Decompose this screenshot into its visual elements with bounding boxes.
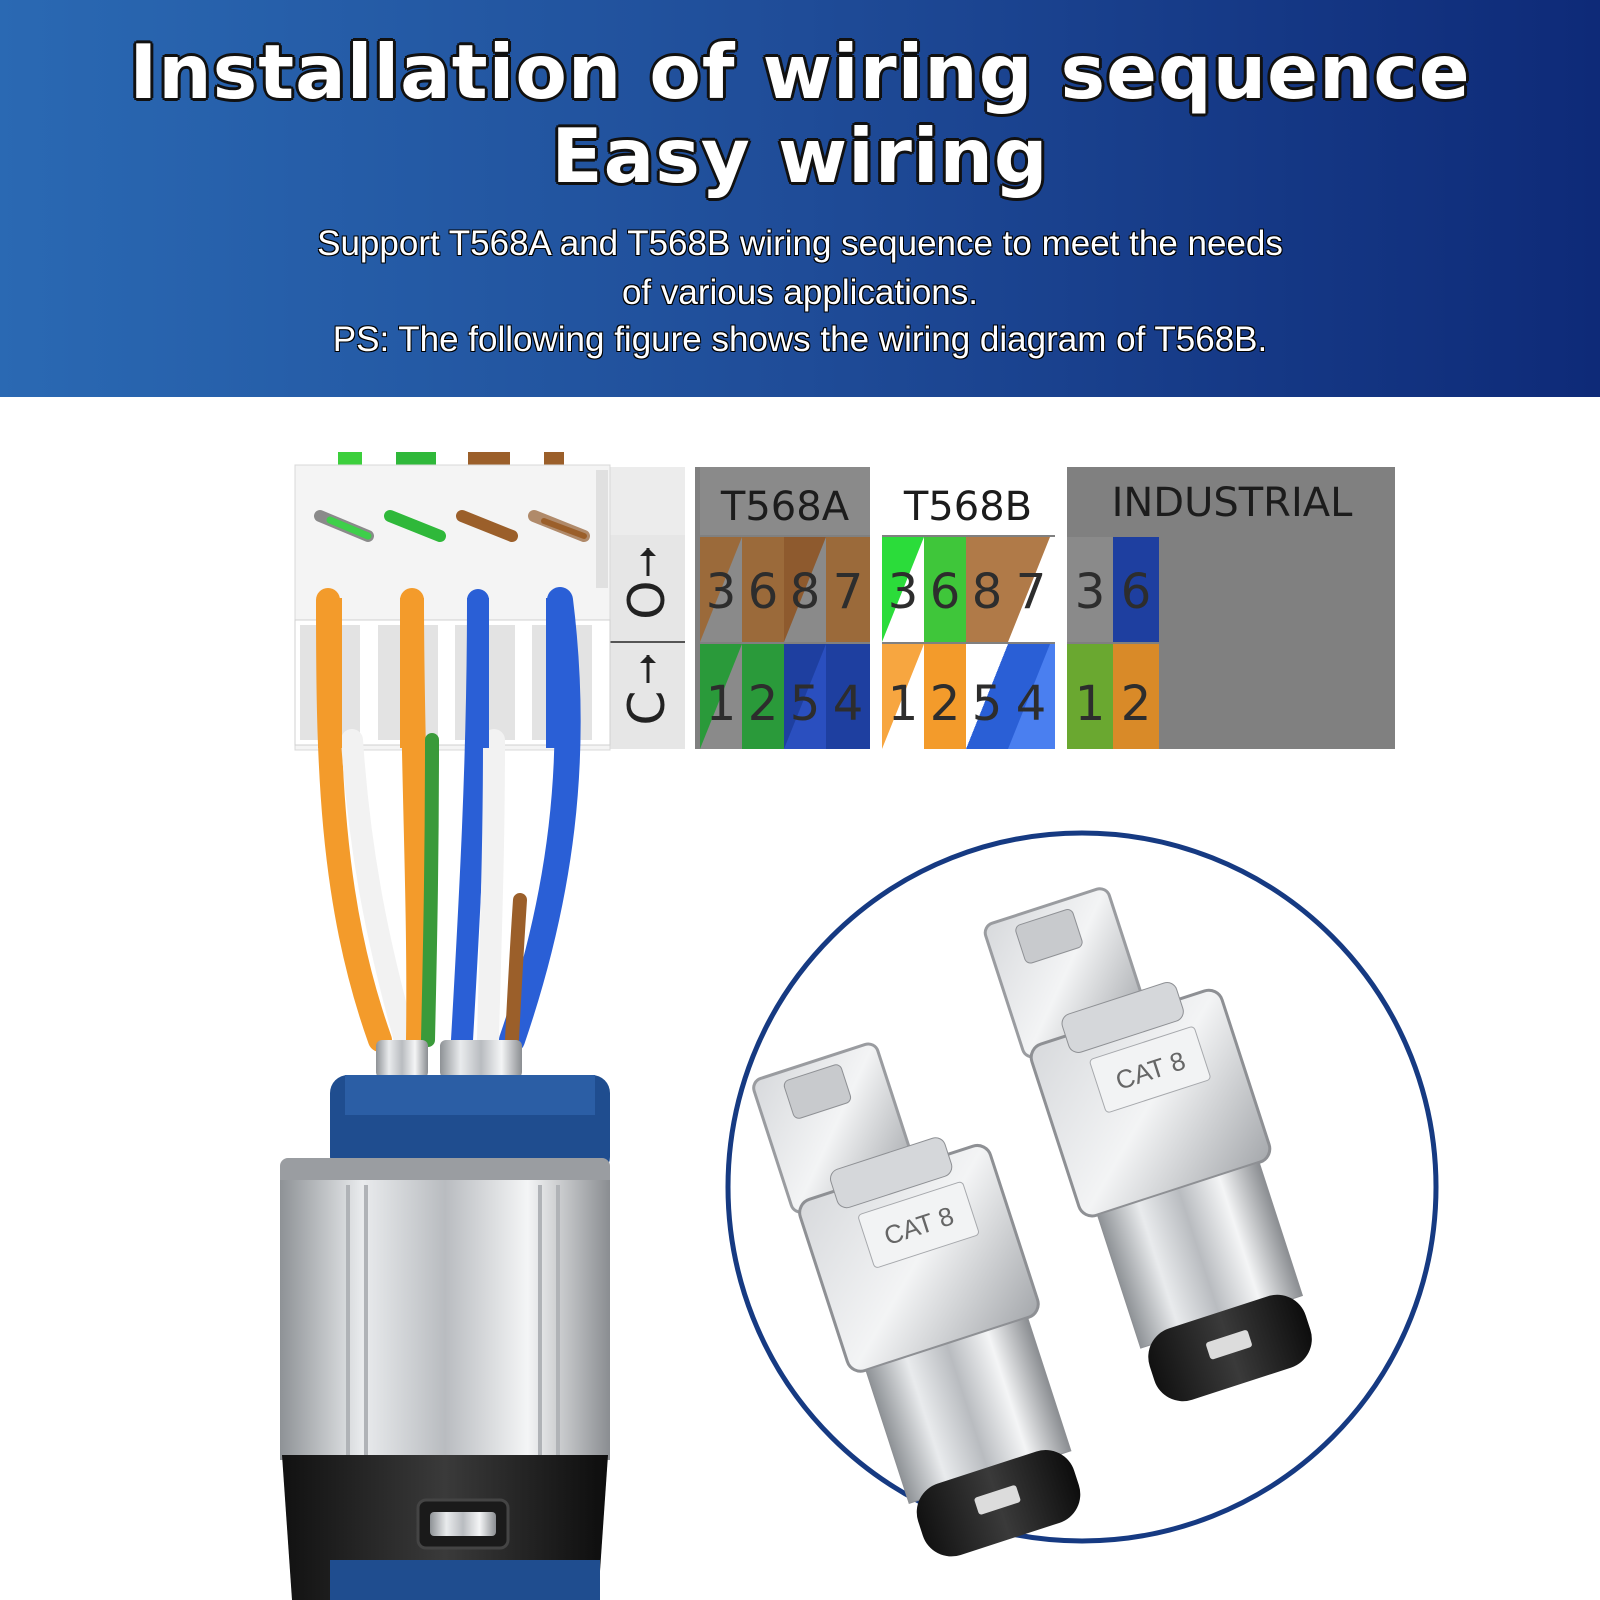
svg-text:6: 6 <box>1121 564 1152 620</box>
row-marker-bottom: C <box>618 655 676 725</box>
svg-text:4: 4 <box>1016 676 1047 732</box>
svg-text:1: 1 <box>706 676 737 732</box>
svg-text:3: 3 <box>888 564 919 620</box>
svg-text:O: O <box>618 580 676 619</box>
header-banner: Installation of wiring sequence Easy wir… <box>0 0 1600 397</box>
svg-text:1: 1 <box>888 676 919 732</box>
svg-text:5: 5 <box>972 676 1003 732</box>
pin-numbers: 3 6 1 2 <box>1075 564 1152 732</box>
svg-text:8: 8 <box>972 564 1003 620</box>
page-title-line2: Easy wiring <box>551 112 1049 200</box>
subtitle-line3: PS: The following figure shows the wirin… <box>332 320 1268 359</box>
standard-t568b: T568B 3 6 8 7 1 2 5 4 <box>882 467 1055 749</box>
standard-label: T568A <box>720 484 850 530</box>
connector-right: CAT 8 <box>983 887 1312 1402</box>
standard-label: INDUSTRIAL <box>1112 480 1354 526</box>
product-circle: CAT 8 CAT 8 <box>725 830 1439 1557</box>
twisted-wires <box>316 587 581 1053</box>
svg-text:C: C <box>618 691 676 726</box>
svg-text:8: 8 <box>790 564 821 620</box>
page-title: Installation of wiring sequence <box>129 28 1471 116</box>
svg-text:7: 7 <box>833 564 864 620</box>
standard-t568a: T568A 3 6 8 7 1 2 5 4 <box>700 467 870 749</box>
wiring-diagram: O C T568A <box>280 452 1439 1600</box>
pin-numbers: 3 6 8 7 1 2 5 4 <box>706 564 864 732</box>
wiring-table: O C T568A <box>610 467 1395 749</box>
subtitle-line2: of various applications. <box>621 273 979 312</box>
svg-text:2: 2 <box>748 676 779 732</box>
row-marker-top: O <box>618 548 676 620</box>
svg-text:3: 3 <box>1075 564 1106 620</box>
svg-text:4: 4 <box>833 676 864 732</box>
svg-text:3: 3 <box>706 564 737 620</box>
wire-ferrules <box>376 1040 522 1078</box>
connector-body <box>280 1075 610 1600</box>
pin-numbers: 3 6 8 7 1 2 5 4 <box>888 564 1047 732</box>
svg-text:2: 2 <box>1121 676 1152 732</box>
svg-text:7: 7 <box>1016 564 1047 620</box>
svg-text:5: 5 <box>790 676 821 732</box>
svg-text:6: 6 <box>930 564 961 620</box>
svg-text:6: 6 <box>748 564 779 620</box>
subtitle-line1: Support T568A and T568B wiring sequence … <box>317 224 1283 263</box>
connector-left: CAT 8 <box>752 1042 1081 1557</box>
standard-label: T568B <box>903 484 1032 530</box>
svg-text:1: 1 <box>1075 676 1106 732</box>
svg-text:2: 2 <box>930 676 961 732</box>
standard-industrial: INDUSTRIAL 3 6 1 2 <box>1067 467 1395 749</box>
